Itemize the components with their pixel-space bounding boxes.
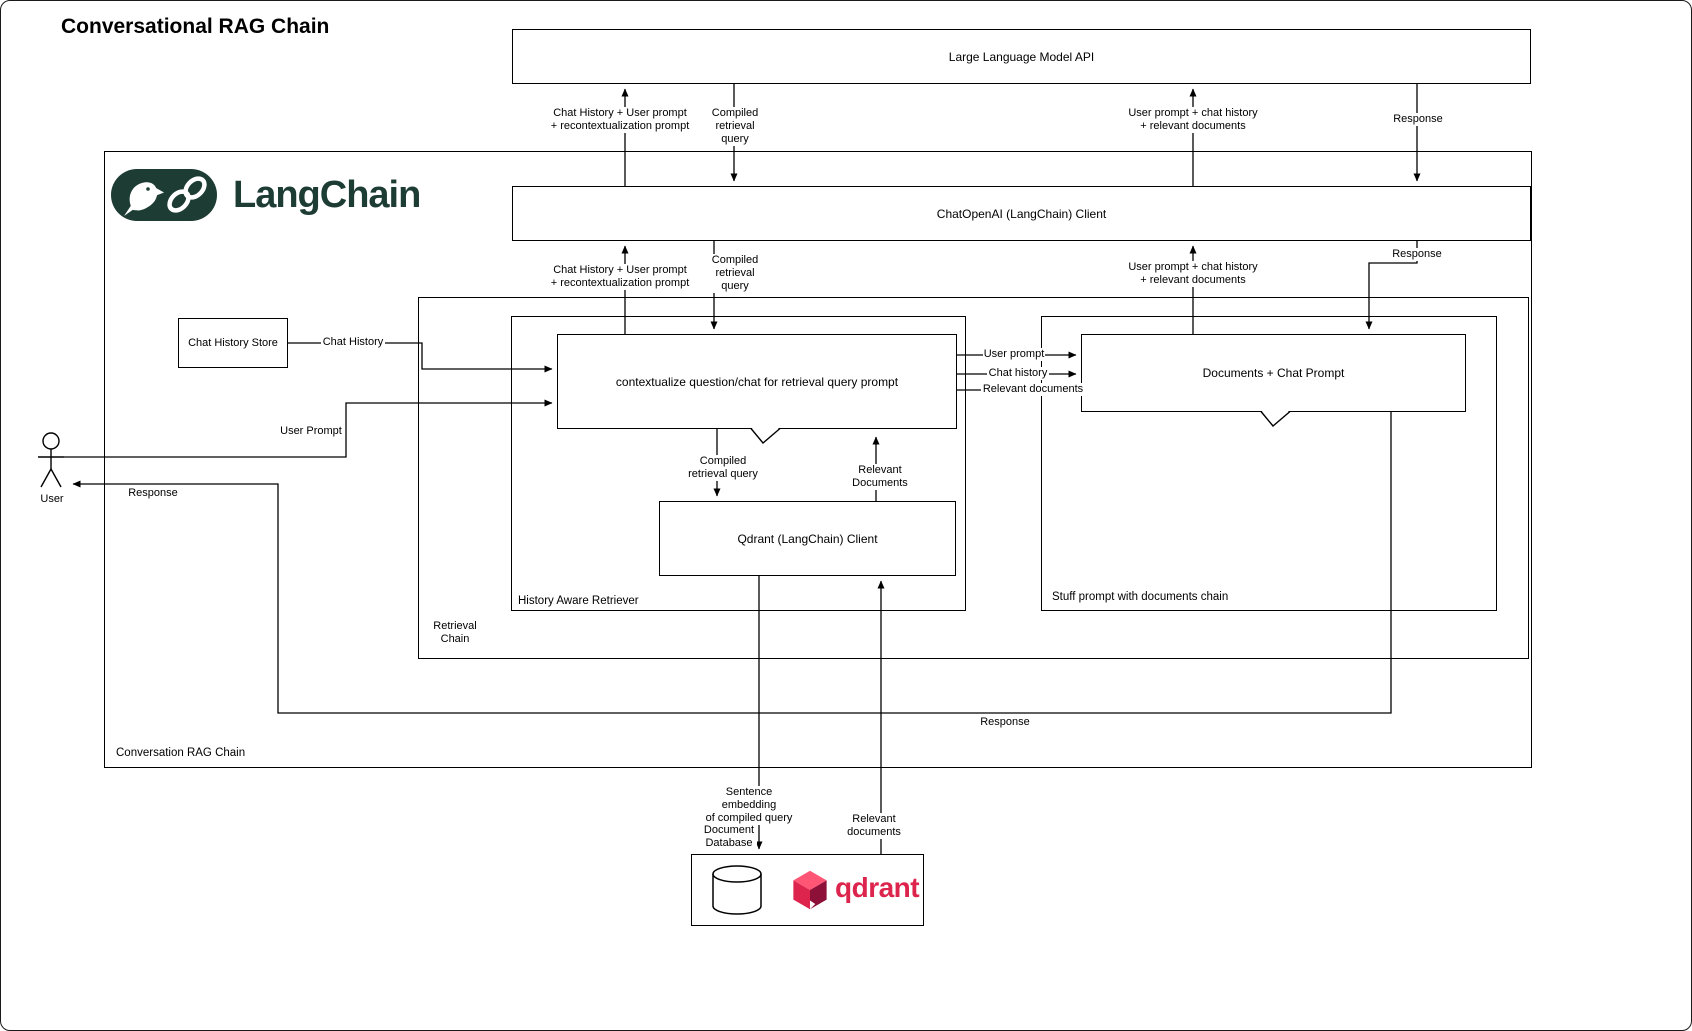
langchain-logo: LangChain [111, 169, 421, 221]
label-line: Relevant [858, 464, 902, 476]
contextualize-prompt-label: contextualize question/chat for retrieva… [615, 374, 899, 389]
contextualize-prompt-box: contextualize question/chat for retrieva… [557, 334, 957, 429]
label-response-top: Response [1392, 113, 1444, 126]
chat-openai-client-label: ChatOpenAI (LangChain) Client [936, 206, 1107, 221]
chain-link-icon [167, 176, 207, 213]
conversation-rag-chain-label: Conversation RAG Chain [116, 747, 246, 759]
label-response-user: Response [128, 487, 178, 499]
chat-history-store-label: Chat History Store [188, 337, 278, 349]
qdrant-wordmark: qdrant [835, 872, 920, 903]
label-line: retrieval query [688, 468, 758, 480]
langchain-logo-art [124, 176, 207, 216]
parrot-icon [124, 182, 164, 216]
label-line: Chat History + User prompt [553, 264, 687, 276]
label-chat-history: Chat History [321, 336, 385, 349]
label-line: documents [847, 826, 901, 838]
user-label: User [40, 493, 64, 505]
label-prompt-docs-mid: User prompt + chat history + relevant do… [1117, 261, 1269, 287]
label-line: Compiled [699, 455, 747, 467]
history-aware-retriever-label: History Aware Retriever [518, 595, 639, 607]
label-compiled-query-top: Compiled retrieval query [691, 107, 779, 146]
chat-openai-client-box: ChatOpenAI (LangChain) Client [512, 186, 1531, 241]
label-line: + relevant documents [1140, 274, 1246, 286]
label-line: Compiled retrieval [711, 254, 759, 279]
label-history-recontext-top: Chat History + User prompt + recontextua… [541, 107, 699, 133]
label-user-prompt: User Prompt [280, 425, 342, 437]
label-document-database: Document Database [701, 824, 757, 850]
llm-api-box: Large Language Model API [512, 29, 1531, 84]
label-line: Compiled retrieval [711, 107, 759, 132]
user-figure [38, 432, 64, 488]
label-user-prompt-small: User prompt [983, 348, 1045, 361]
label-prompt-docs-top: User prompt + chat history + relevant do… [1117, 107, 1269, 133]
qdrant-client-box: Qdrant (LangChain) Client [659, 501, 956, 576]
llm-api-label: Large Language Model API [948, 49, 1095, 64]
label-relevant-docs-db: Relevant documents [845, 813, 903, 839]
label-line: Documents [852, 477, 908, 489]
label-line: User prompt + chat history [1128, 107, 1258, 119]
documents-chat-prompt-box: Documents + Chat Prompt [1081, 334, 1466, 412]
label-line: Document [703, 824, 755, 836]
database-cylinder-icon [712, 865, 762, 915]
documents-chat-prompt-label: Documents + Chat Prompt [1202, 366, 1345, 380]
label-response-bottom: Response [980, 716, 1030, 728]
retrieval-chain-label: Retrieval Chain [421, 620, 489, 646]
label-line: + relevant documents [1140, 120, 1246, 132]
label-history-recontext-mid: Chat History + User prompt + recontextua… [541, 264, 699, 290]
label-chat-history-small: Chat history [987, 367, 1049, 380]
retrieval-chain-label-line2: Chain [440, 633, 470, 645]
retrieval-chain-label-line1: Retrieval [433, 620, 477, 632]
label-line: + recontextualization prompt [550, 277, 690, 289]
label-compiled-retrieval: Compiled retrieval query [683, 455, 763, 481]
langchain-wordmark: LangChain [233, 173, 421, 216]
label-line: Database [705, 837, 753, 849]
label-relevant-docs-small: Relevant documents [981, 383, 1085, 396]
label-relevant-documents: Relevant Documents [849, 464, 911, 490]
label-line: + recontextualization prompt [550, 120, 690, 132]
label-line: query [721, 280, 749, 292]
label-line: query [721, 133, 749, 145]
label-response-mid: Response [1391, 248, 1443, 261]
stuff-documents-chain-label: Stuff prompt with documents chain [1052, 591, 1229, 603]
label-line: Chat History + User prompt [553, 107, 687, 119]
label-line: Sentence embedding [721, 786, 777, 811]
label-line: User prompt + chat history [1128, 261, 1258, 273]
label-compiled-query-mid: Compiled retrieval query [691, 254, 779, 293]
qdrant-logo-icon [793, 870, 827, 910]
label-line: Relevant [852, 813, 896, 825]
label-sentence-embedding: Sentence embedding of compiled query [699, 786, 799, 825]
page-title: Conversational RAG Chain [61, 15, 330, 38]
chat-history-store-box: Chat History Store [178, 318, 288, 368]
langchain-logo-pill [111, 169, 217, 221]
label-line: of compiled query [705, 812, 793, 824]
qdrant-client-label: Qdrant (LangChain) Client [737, 531, 878, 546]
